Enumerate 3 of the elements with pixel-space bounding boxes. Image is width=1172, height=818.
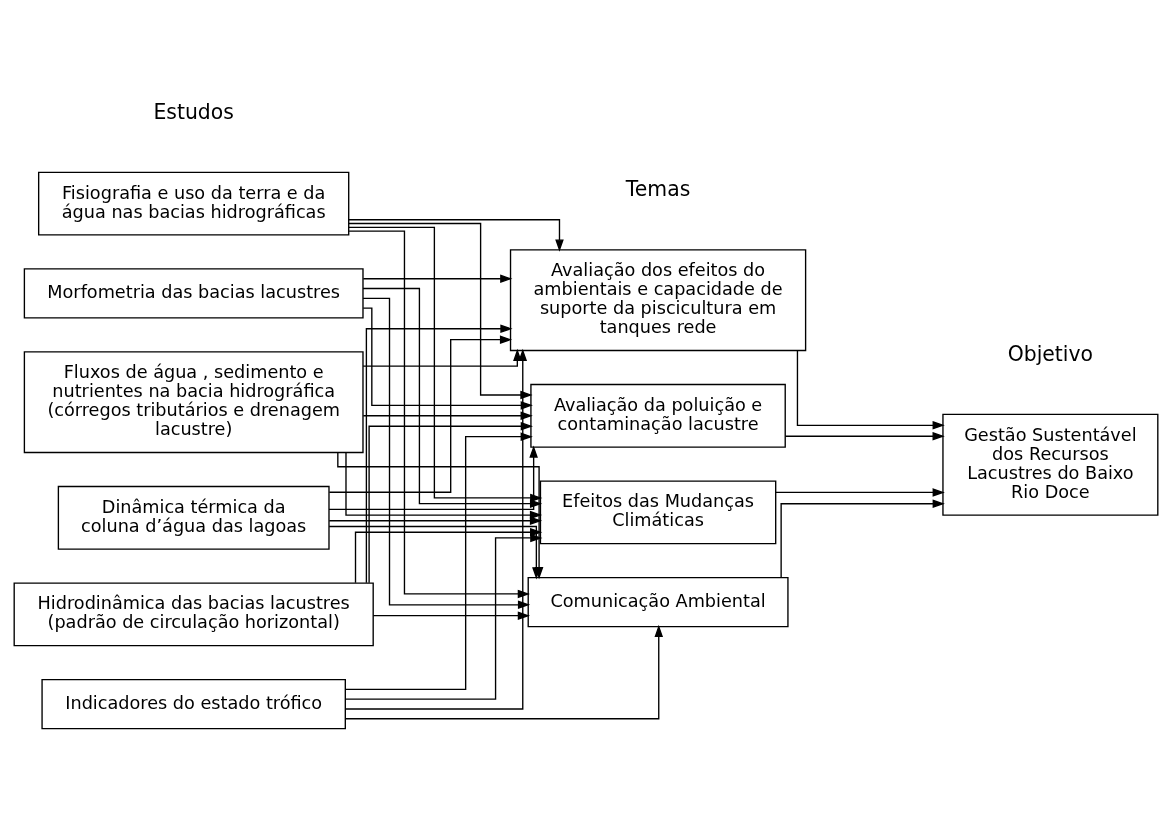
label: Temas [625, 177, 691, 202]
label: Objetivo [1007, 341, 1094, 366]
label: Estudos [153, 99, 234, 124]
